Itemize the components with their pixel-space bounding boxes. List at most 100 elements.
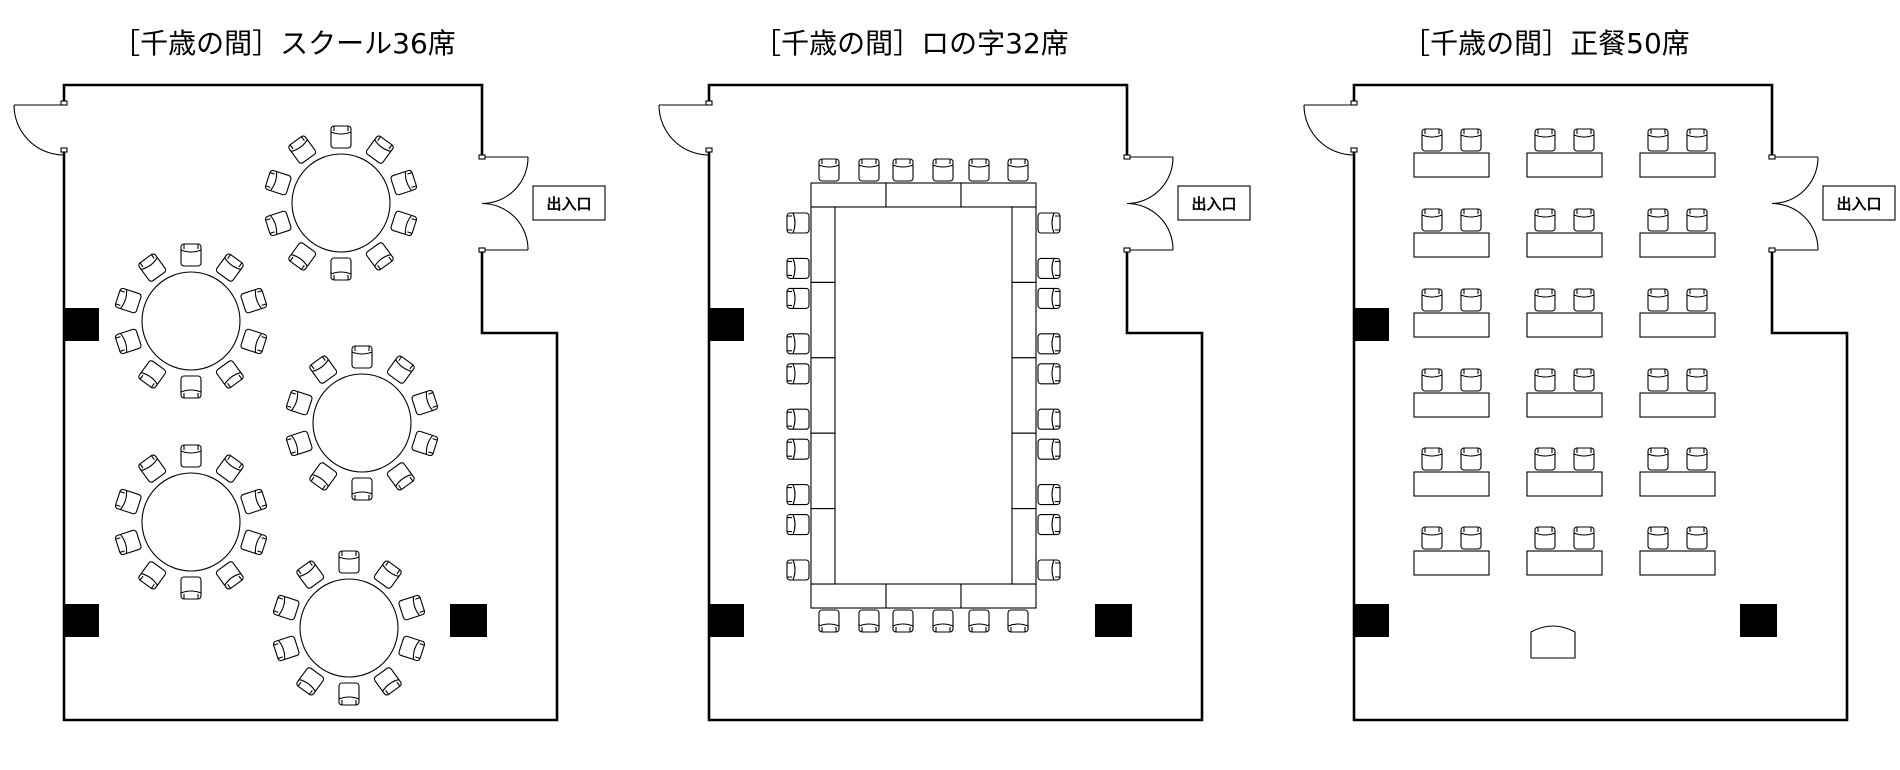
chair-icon xyxy=(398,594,426,621)
chair-icon xyxy=(1647,208,1669,232)
chair-icon xyxy=(1534,447,1556,471)
chair-icon xyxy=(309,462,338,491)
chair-icon xyxy=(1686,368,1708,392)
chair-icon xyxy=(932,609,954,633)
chair-icon xyxy=(1460,447,1482,471)
pillar-icon xyxy=(709,604,744,637)
chair-icon xyxy=(786,559,810,581)
chair-icon xyxy=(373,560,402,589)
banquet-table xyxy=(1413,526,1490,576)
chair-icon xyxy=(1421,208,1443,232)
chair-icon xyxy=(1534,208,1556,232)
banquet-table xyxy=(1526,128,1603,178)
chair-icon xyxy=(1647,447,1669,471)
chair-icon xyxy=(330,257,352,281)
chair-icon xyxy=(180,444,202,468)
chair-icon xyxy=(138,454,167,483)
chair-icon xyxy=(786,287,810,309)
rect-table-icon xyxy=(1413,471,1490,497)
table-segment xyxy=(1011,508,1037,585)
chair-icon xyxy=(215,360,244,389)
chair-icon xyxy=(1534,526,1556,550)
chair-icon xyxy=(288,135,317,164)
chair-icon xyxy=(1037,408,1061,430)
rect-table-icon xyxy=(1526,392,1603,418)
chair-icon xyxy=(1037,287,1061,309)
chair-icon xyxy=(351,477,373,501)
floor-plan-banquet: 出入口 xyxy=(1303,83,1896,722)
chair-icon xyxy=(215,561,244,590)
banquet-table xyxy=(1526,526,1603,576)
chair-icon xyxy=(1647,368,1669,392)
floor-plan-school: 出入口 xyxy=(13,83,606,722)
chair-icon xyxy=(264,210,292,237)
exit-label: 出入口 xyxy=(1822,185,1896,221)
chair-icon xyxy=(114,328,142,355)
chair-icon xyxy=(1421,447,1443,471)
rect-table-icon xyxy=(1526,312,1603,338)
round-table-icon xyxy=(141,271,241,371)
chair-icon xyxy=(1534,128,1556,152)
round-table-icon xyxy=(299,578,399,678)
round-table xyxy=(272,550,426,706)
chair-icon xyxy=(288,242,317,271)
chair-icon xyxy=(1573,368,1595,392)
round-table xyxy=(285,345,439,501)
chair-icon xyxy=(1573,128,1595,152)
pillar-icon xyxy=(64,604,99,637)
chair-icon xyxy=(296,560,325,589)
chair-icon xyxy=(1037,257,1061,279)
pillar-icon xyxy=(1740,604,1777,637)
chair-icon xyxy=(296,667,325,696)
table-segment xyxy=(810,432,836,510)
pillar-icon xyxy=(1354,604,1389,637)
chair-icon xyxy=(1007,609,1029,633)
pillar-icon xyxy=(1095,604,1132,637)
chair-icon xyxy=(272,635,300,662)
rect-table-icon xyxy=(1639,312,1716,338)
chair-icon xyxy=(330,125,352,149)
rect-table-icon xyxy=(1413,232,1490,258)
chair-icon xyxy=(1421,128,1443,152)
rect-table-icon xyxy=(1526,550,1603,576)
rect-table-icon xyxy=(1639,232,1716,258)
banquet-table xyxy=(1526,447,1603,497)
exit-label: 出入口 xyxy=(1177,185,1251,221)
chair-icon xyxy=(1647,128,1669,152)
table-segment xyxy=(960,583,1037,609)
floor-plan-hollow-square: 出入口 xyxy=(658,83,1251,722)
exit-label-text: 出入口 xyxy=(1836,195,1881,213)
chair-icon xyxy=(892,609,914,633)
chair-icon xyxy=(858,158,880,182)
chair-icon xyxy=(786,438,810,460)
exit-label-text: 出入口 xyxy=(546,195,591,213)
chair-icon xyxy=(1037,438,1061,460)
chair-icon xyxy=(1686,526,1708,550)
chair-icon xyxy=(818,158,840,182)
chair-icon xyxy=(1460,368,1482,392)
chair-icon xyxy=(285,430,313,457)
double-door-icon xyxy=(1768,154,1819,253)
rect-table-icon xyxy=(1639,152,1716,178)
table-segment xyxy=(1011,432,1037,510)
chair-icon xyxy=(932,158,954,182)
chair-icon xyxy=(365,242,394,271)
chair-icon xyxy=(1460,526,1482,550)
chair-icon xyxy=(386,355,415,384)
chair-icon xyxy=(390,169,418,196)
chair-icon xyxy=(138,360,167,389)
rect-table-icon xyxy=(1526,152,1603,178)
round-table-icon xyxy=(312,373,412,473)
banquet-table xyxy=(1639,526,1716,576)
chair-icon xyxy=(818,609,840,633)
chair-icon xyxy=(309,355,338,384)
chair-icon xyxy=(240,287,268,314)
pillar-icon xyxy=(709,308,744,341)
chair-icon xyxy=(786,212,810,234)
chair-icon xyxy=(240,488,268,515)
chair-icon xyxy=(373,667,402,696)
chair-icon xyxy=(215,454,244,483)
banquet-table xyxy=(1639,288,1716,338)
chair-icon xyxy=(114,529,142,556)
table-segment xyxy=(1011,281,1037,359)
